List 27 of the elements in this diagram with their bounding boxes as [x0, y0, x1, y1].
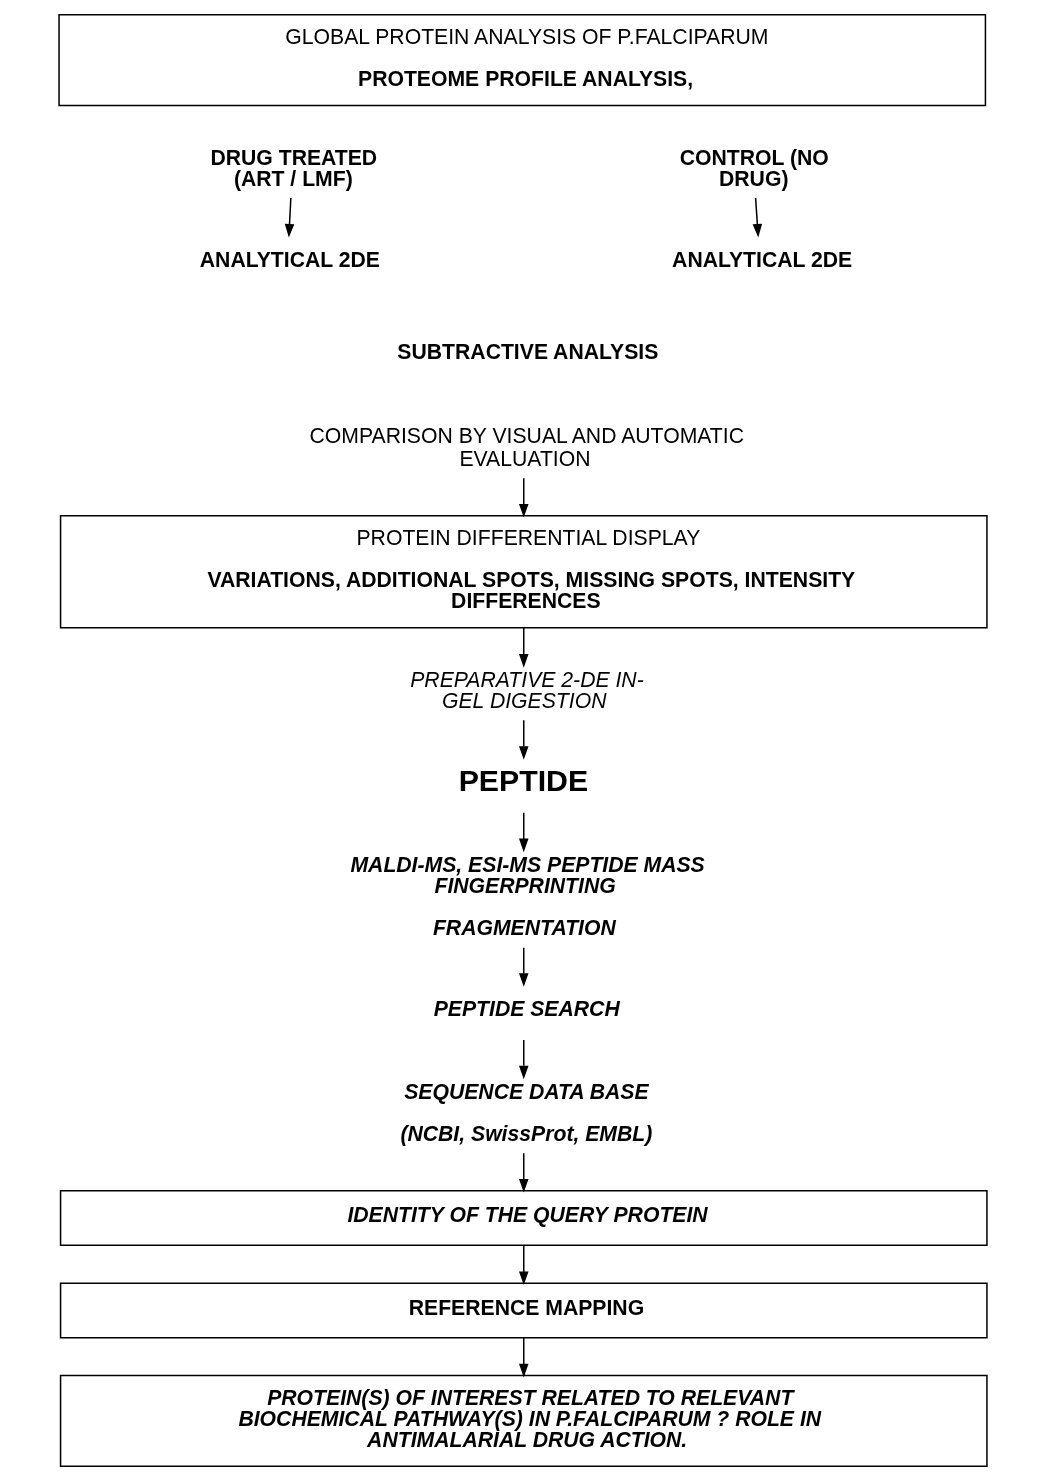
arrow: [519, 1337, 529, 1378]
label: SUBTRACTIVE ANALYSIS: [397, 340, 659, 364]
node-box: GLOBAL PROTEIN ANALYSIS OF P.FALCIPARUM PROTEOME PROFILE ANALYSIS,: [58, 13, 987, 107]
node-text: PEPTIDE: [458, 764, 589, 798]
arrow: [752, 197, 763, 238]
arrow: [519, 719, 529, 760]
arrow: [519, 946, 529, 987]
node-box: PROTEIN DIFFERENTIAL DISPLAY VARIATIONS, ADDITIONAL SPOTS, MISSING SPOTS, INTENSITY DIFFERENCES: [59, 514, 988, 629]
arrow: [519, 1152, 529, 1193]
node-text: MALDI-MS, ESI-MS PEPTIDE MASS FINGERPRINTING FRAGMENTATION: [350, 852, 705, 940]
arrow: [519, 627, 529, 668]
arrow: [519, 812, 529, 853]
node-box: IDENTITY OF THE QUERY PROTEIN: [59, 1190, 988, 1247]
node-text: ANALYTICAL 2DE: [672, 248, 853, 272]
node-text: SEQUENCE DATA BASE (NCBI, SwissProt, EMBL): [400, 1079, 653, 1146]
node-text: ANALYTICAL 2DE: [199, 248, 380, 272]
node-text: COMPARISON BY VISUAL AND AUTOMATIC EVALUATION: [309, 424, 745, 471]
node-text: PEPTIDE SEARCH: [433, 997, 620, 1021]
node-text: PREPARATIVE 2-DE IN-GEL DIGESTION: [410, 668, 644, 713]
arrow: [519, 1039, 529, 1080]
node-text: CONTROL (NO DRUG): [679, 145, 829, 191]
arrow: [284, 197, 295, 238]
arrow: [519, 477, 529, 518]
node-box: REFERENCE MAPPING: [59, 1282, 988, 1339]
arrow: [519, 1244, 529, 1286]
node-box: PROTEIN(S) OF INTEREST RELATED TO RELEVANT BIOCHEMICAL PATHWAY(S) IN P.FALCIPARUM ? ROLE IN ANTIMALARIAL DRUG ACTION.: [59, 1374, 988, 1468]
node-text: DRUG TREATED (ART / LMF): [210, 145, 378, 191]
